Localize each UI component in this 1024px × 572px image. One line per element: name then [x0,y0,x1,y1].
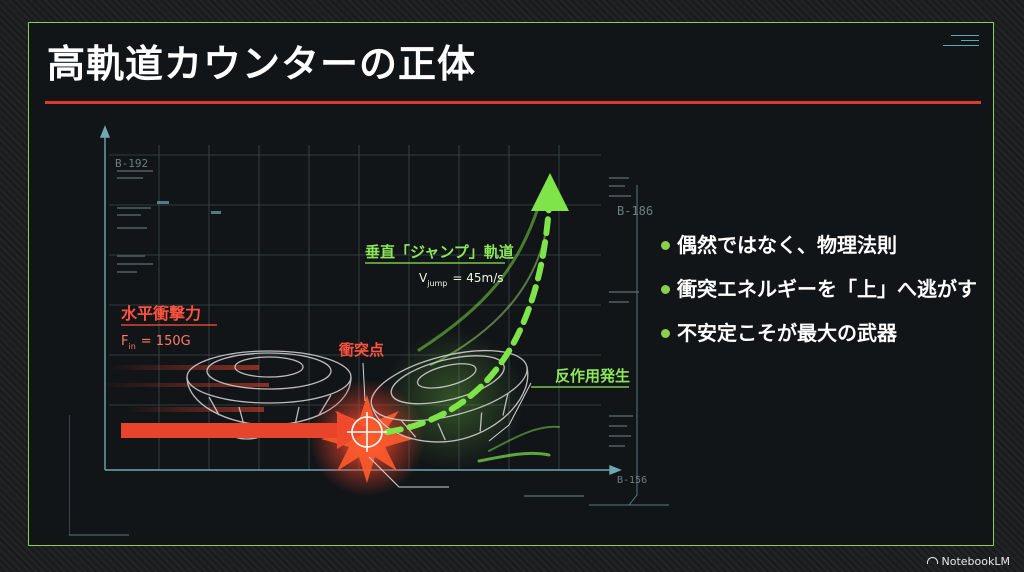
bullet-item: 衝突エネルギーを「上」へ逃がす [661,275,977,303]
collision-diagram: B-192 B-186 B-156 [69,125,669,536]
title-underline [45,101,981,104]
formula-force: Fin= 150G [121,334,191,351]
label-reaction: 反作用発生 [555,367,630,385]
label-vertical-jump: 垂直「ジャンプ」軌道 [365,243,514,261]
code-right: B-186 [617,204,653,218]
watermark-text: NotebookLM [941,555,1010,568]
bullet-item: 偶然ではなく、物理法則 [661,231,977,259]
formula-velocity: Vjump= 45m/s [419,271,504,288]
crosshair-icon [347,412,387,452]
bullet-item: 不安定こそが最大の武器 [661,319,977,347]
watermark: NotebookLM [926,555,1010,568]
slide-title: 高軌道カウンターの正体 [47,42,477,86]
motion-streaks [99,365,269,412]
label-impact-point: 衝突点 [338,341,384,359]
slide-frame: 高軌道カウンターの正体 [28,22,994,546]
code-bottom-right: B-156 [617,475,647,486]
jump-trajectory [384,204,552,435]
label-horizontal-force: 水平衝撃力 [121,304,201,323]
hud-ticks [939,31,979,55]
code-top-left: B-192 [115,157,148,170]
spinning-top-right-image [370,349,529,443]
jump-arrowhead [531,173,569,211]
bullet-list: 偶然ではなく、物理法則 衝突エネルギーを「上」へ逃がす 不安定こそが最大の武器 [661,231,977,363]
hud-readouts [117,170,639,497]
force-arrow [121,411,369,449]
notebooklm-logo-icon [926,557,938,564]
hud-frame [69,185,669,536]
callout-lines [362,362,532,488]
